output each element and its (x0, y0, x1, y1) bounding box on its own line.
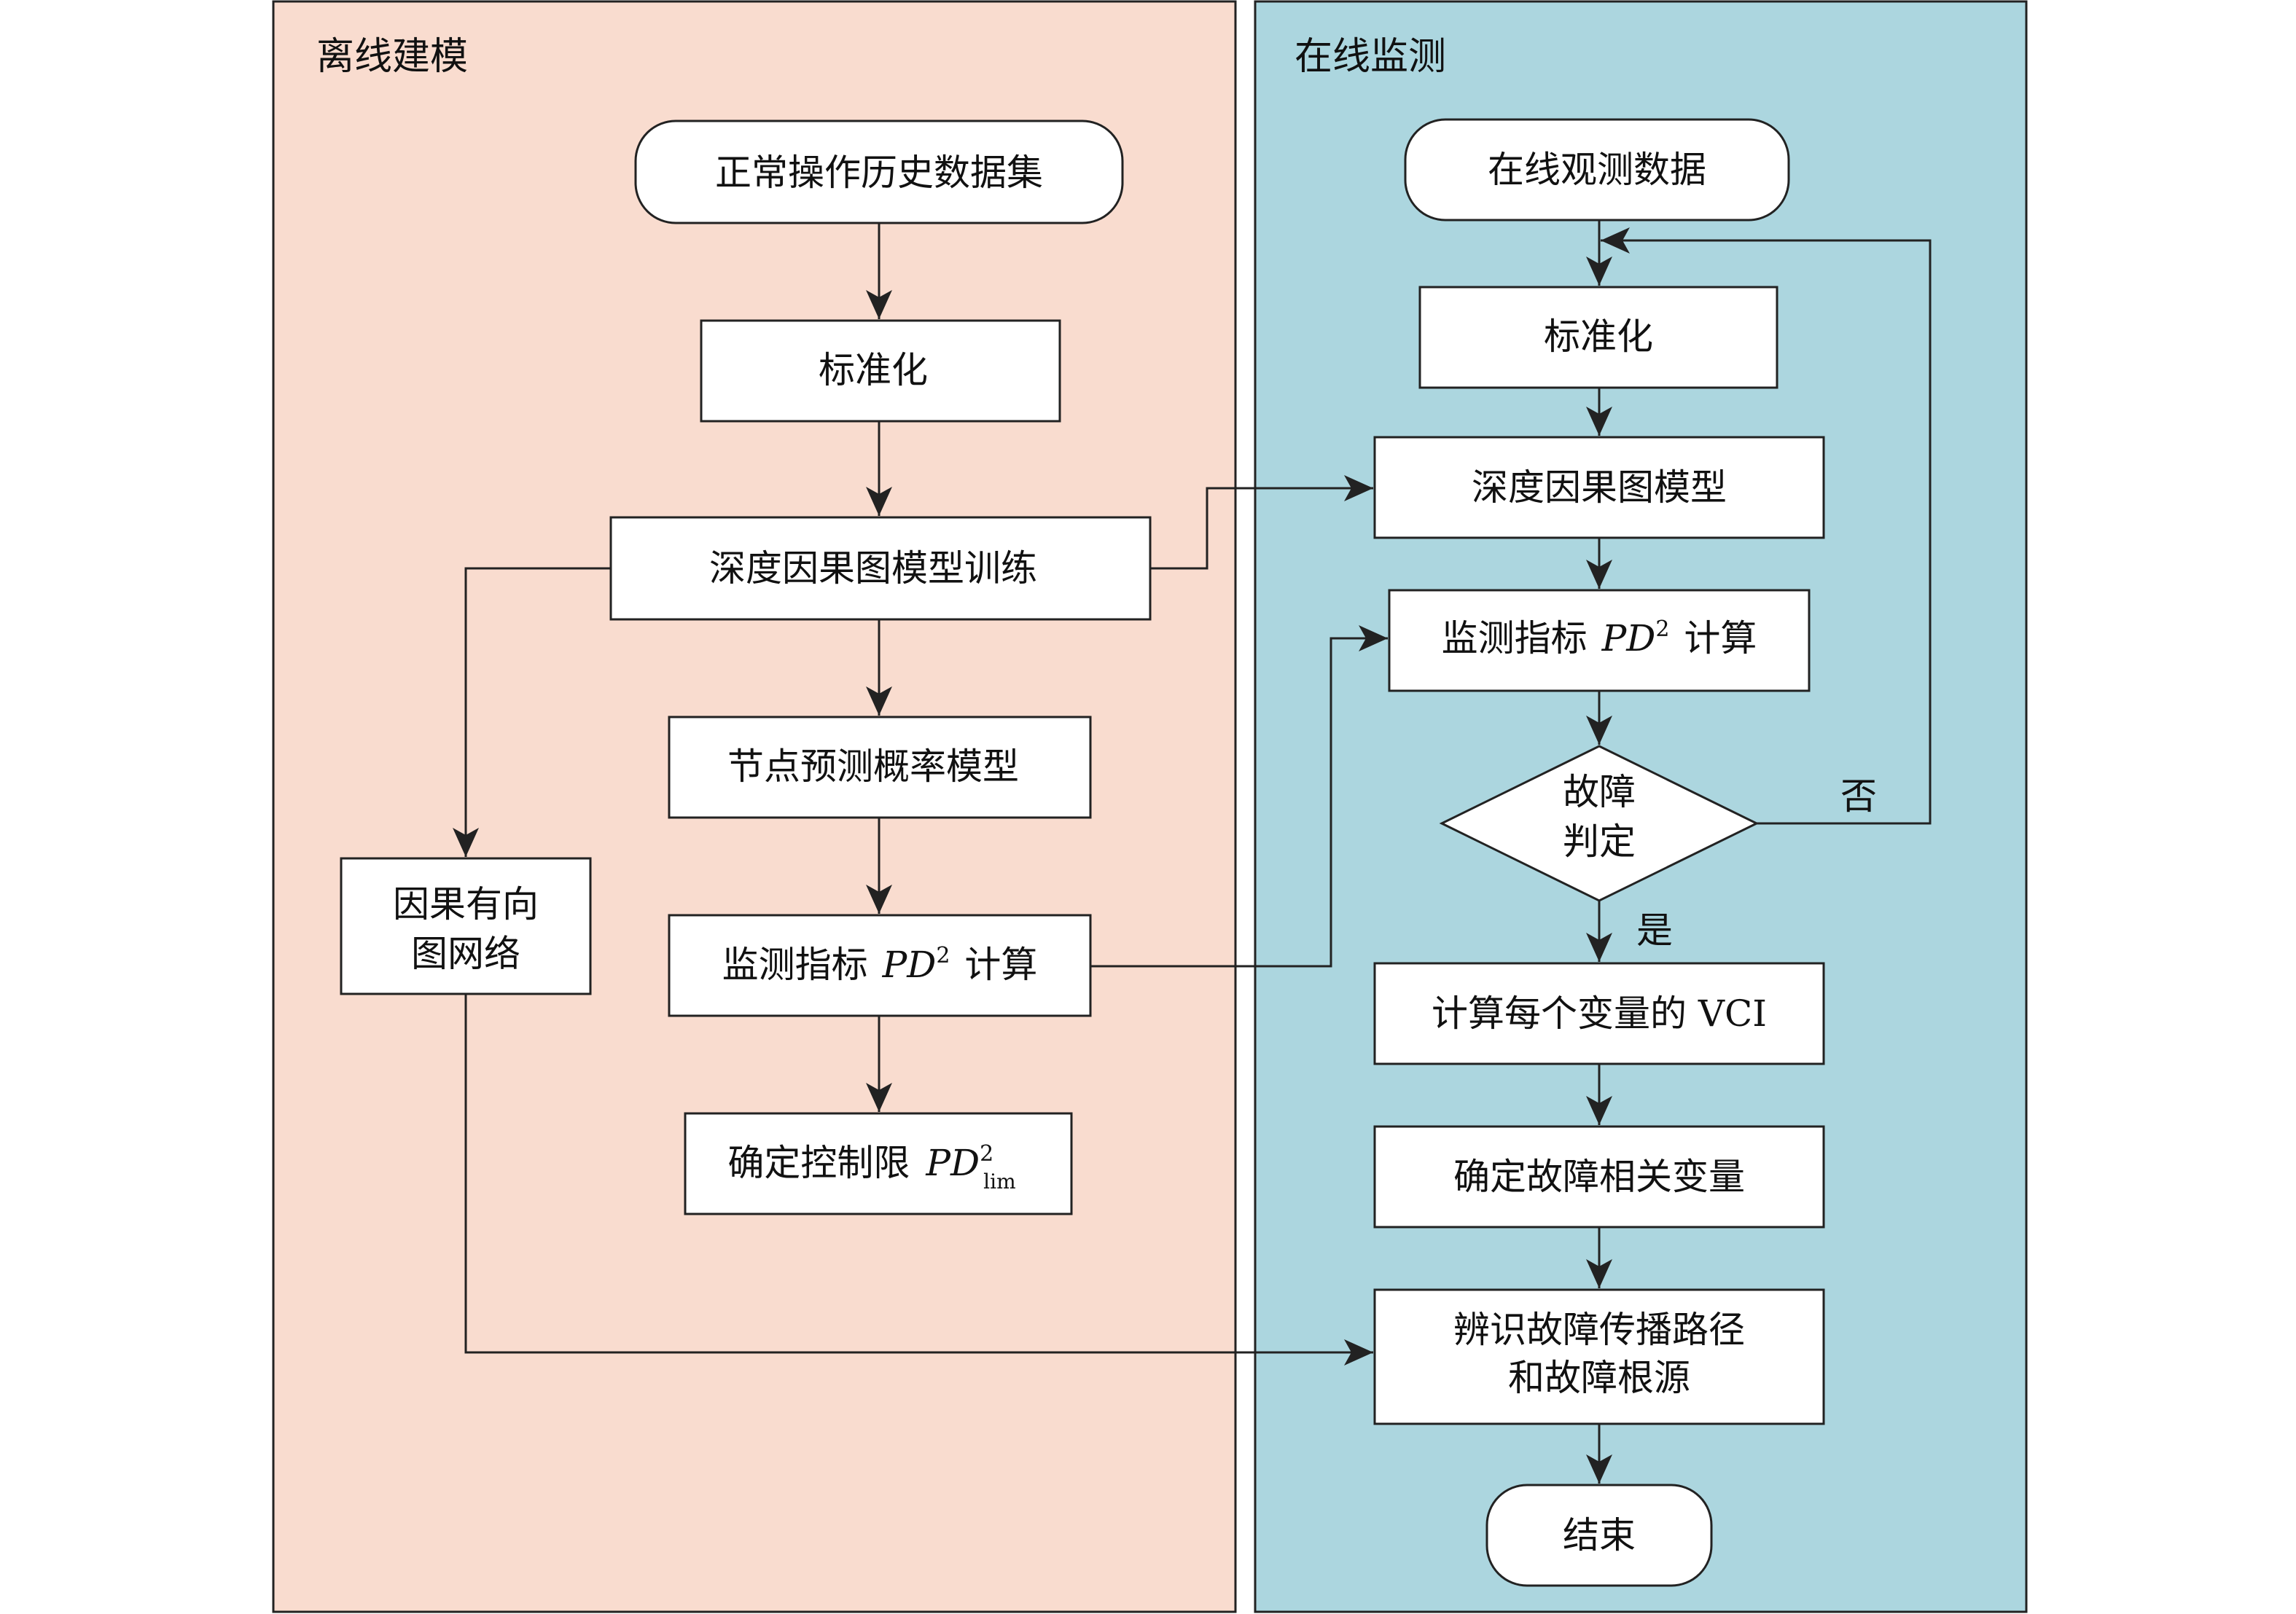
online-model-box (1373, 436, 1825, 539)
online-model-label: 深度因果图模型 (1472, 466, 1727, 509)
online-monitor-calc-sup: 2 (1655, 616, 1669, 642)
identify-box (1373, 1288, 1825, 1425)
offline-monitor-calc-sup: 2 (936, 943, 950, 968)
identify-label-2: 和故障根源 (1508, 1357, 1690, 1399)
offline-standardize-label: 标准化 (819, 349, 928, 391)
causal-net-label-1: 因果有向 (393, 883, 539, 925)
edge-causalnet-to-identify (464, 994, 1373, 1366)
fault-vars-label: 确定故障相关变量 (1453, 1156, 1745, 1198)
end-label: 结束 (1563, 1514, 1636, 1556)
control-limit-sub: lim (983, 1170, 1015, 1194)
offline-monitor-calc-box (668, 914, 1092, 1017)
fault-judge-label-2: 判定 (1563, 820, 1636, 863)
no-branch-label: 否 (1840, 775, 1877, 818)
edge-train-to-causalnet (453, 567, 611, 857)
yes-branch-label: 是 (1636, 909, 1673, 952)
causal-net-label-2: 图网络 (411, 933, 520, 975)
offline-panel-title: 离线建模 (316, 35, 468, 79)
online-monitor-calc-var: PD (1601, 617, 1656, 659)
node-prob-model-label: 节点预测概率模型 (727, 745, 1019, 788)
edge-judge-no-loop (1601, 227, 1932, 825)
fault-judge-label-1: 故障 (1563, 771, 1636, 813)
online-monitor-calc-label: 监测指标 PD2 计算 (1442, 616, 1757, 659)
control-limit-sup: 2 (980, 1141, 993, 1167)
offline-monitor-calc-suffix: 计算 (964, 944, 1037, 986)
train-model-box (609, 516, 1152, 621)
online-monitor-calc-box (1388, 589, 1811, 692)
online-panel-title: 在线监测 (1295, 35, 1446, 79)
online-data-label: 在线观测数据 (1488, 149, 1706, 191)
offline-standardize-box (700, 319, 1061, 423)
online-standardize-box (1418, 286, 1778, 389)
online-monitor-calc-prefix: 监测指标 (1442, 617, 1588, 659)
offline-monitor-calc-var: PD (882, 944, 937, 986)
history-data-label: 正常操作历史数据集 (715, 152, 1043, 194)
vci-calc-label: 计算每个变量的 VCI (1432, 992, 1767, 1035)
online-data-terminal (1404, 118, 1790, 222)
control-limit-var: PD (925, 1142, 980, 1184)
control-limit-box (684, 1112, 1073, 1215)
control-limit-prefix: 确定控制限 (727, 1142, 910, 1184)
edge-train-to-online-model (1150, 475, 1373, 570)
online-standardize-label: 标准化 (1544, 316, 1653, 358)
control-limit-label: 确定控制限 PD2 lim (727, 1141, 1015, 1194)
edge-offline-monitor-to-online-monitor (1090, 625, 1388, 968)
train-model-label: 深度因果图模型训练 (709, 547, 1037, 589)
end-terminal (1485, 1484, 1713, 1587)
offline-monitor-calc-prefix: 监测指标 (722, 944, 868, 986)
vci-calc-box (1373, 962, 1825, 1065)
offline-monitor-calc-label: 监测指标 PD2 计算 (722, 943, 1038, 986)
identify-label-1: 辨识故障传播路径 (1453, 1309, 1745, 1351)
online-monitor-calc-suffix: 计算 (1684, 617, 1757, 659)
